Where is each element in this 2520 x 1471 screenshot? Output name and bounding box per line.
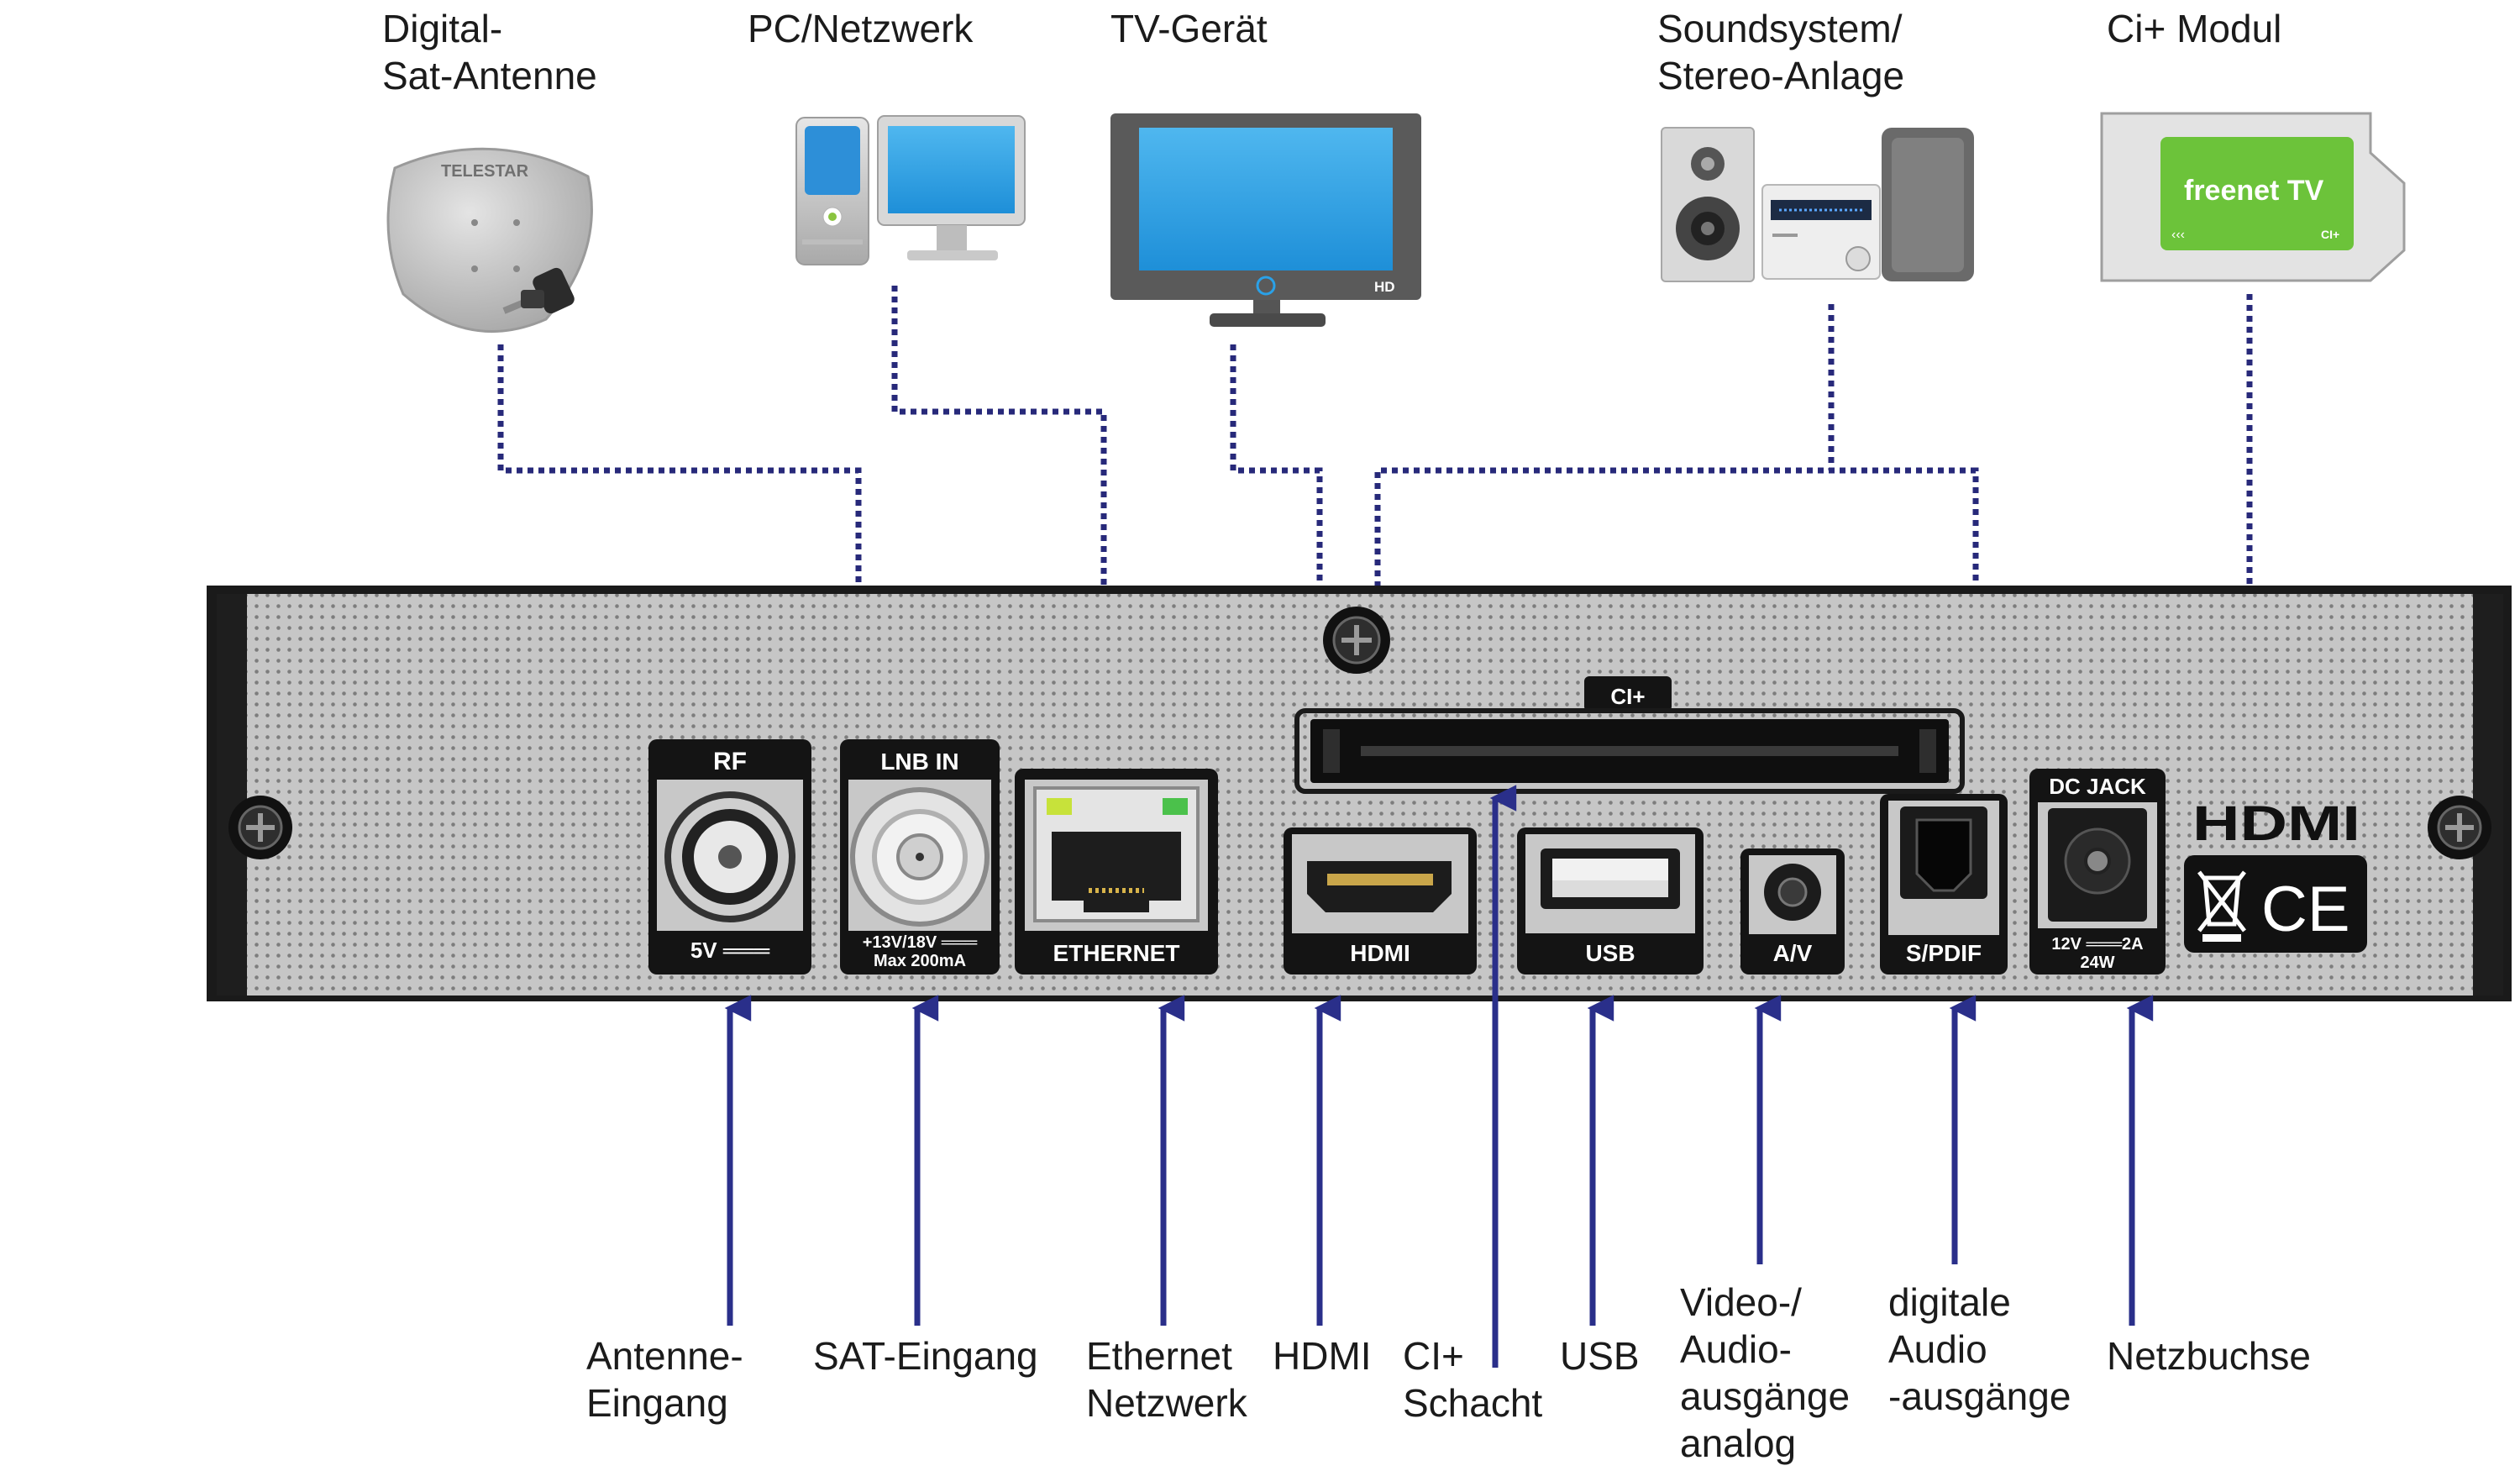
card-arrows-icon: ‹‹‹ (2171, 228, 2185, 242)
pc-label: PC/Netzwerk (748, 7, 974, 50)
stereo-system-icon (1661, 127, 1974, 282)
dish-brand: TELESTAR (441, 162, 529, 181)
spdif-port-label: S/PDIF (1906, 940, 1982, 966)
screw-icon (2428, 796, 2491, 859)
sound-label-line2: Stereo-Anlage (1657, 54, 1904, 97)
callout-arrows (724, 785, 2154, 1368)
ci-module-card-icon: freenet TV CI+ ‹‹‹ (2100, 112, 2406, 282)
tv-hd-badge: HD (1374, 279, 1395, 295)
sound-label-line1: Soundsystem/ (1657, 7, 1903, 50)
av-port-label: A/V (1773, 940, 1813, 966)
callout-ci-line1: CI+ (1403, 1334, 1464, 1378)
ce-mark: CE (2261, 874, 2350, 945)
ci-module-label: Ci+ Modul (2107, 7, 2281, 50)
ce-weee-badge: CE (2184, 855, 2367, 953)
screw-icon (1323, 607, 1390, 674)
lnb-current-label: Max 200mA (874, 952, 966, 970)
lnb-in-label: LNB IN (880, 749, 958, 775)
callout-antenne-line1: Antenne- (586, 1334, 743, 1378)
callout-ethernet-line1: Ethernet (1086, 1334, 1232, 1378)
dc-jack-rating: 12V ═══2A (2051, 935, 2143, 954)
satellite-dish-icon: TELESTAR (386, 147, 593, 334)
callout-antenne-line2: Eingang (586, 1381, 728, 1425)
callout-usb: USB (1560, 1334, 1640, 1378)
line-tv-to-hdmi (1230, 344, 1323, 827)
callout-digital-line2: Audio (1888, 1327, 1987, 1371)
weee-bin-icon (2197, 870, 2246, 942)
callout-video-line1: Video-/ (1680, 1280, 1802, 1324)
rf-port[interactable]: RF 5V ═══ (648, 739, 811, 975)
rf-port-label: RF (713, 748, 747, 775)
ethernet-port[interactable]: ETHERNET (1015, 769, 1218, 975)
hdmi-port[interactable]: HDMI (1284, 827, 1477, 975)
ci-plus-slot[interactable]: CI+ (1294, 676, 1965, 794)
callout-video-line2: Audio- (1680, 1327, 1792, 1371)
callout-ethernet-line2: Netzwerk (1086, 1381, 1248, 1425)
hdmi-port-label: HDMI (1350, 940, 1410, 966)
callout-ci-line2: Schacht (1403, 1381, 1542, 1425)
dc-jack-power: 24W (2080, 954, 2114, 972)
callout-netz: Netzbuchse (2107, 1334, 2311, 1378)
dc-jack-port[interactable]: DC JACK 12V ═══2A 24W (2029, 769, 2166, 975)
rf-port-voltage: 5V ═══ (690, 938, 770, 963)
spdif-port[interactable]: S/PDIF (1880, 794, 2008, 975)
antenna-label-line2: Sat-Antenne (382, 54, 597, 97)
callout-sat: SAT-Eingang (813, 1334, 1038, 1378)
freenet-tv-text: freenet TV (2184, 175, 2324, 207)
card-ci-badge: CI+ (2321, 228, 2339, 241)
hdmi-logo: HDMI (2192, 796, 2360, 851)
receiver-back-panel: RF 5V ═══ LNB IN +13V/18V ═══ Max 200mA (207, 586, 2512, 1001)
ethernet-label: ETHERNET (1053, 940, 1180, 966)
ci-slot-label: CI+ (1610, 684, 1645, 709)
line-pc-to-ethernet (891, 286, 1107, 760)
callout-digital-line1: digitale (1888, 1280, 2011, 1324)
callout-video-line3: ausgänge (1680, 1374, 1850, 1418)
usb-port[interactable]: USB (1517, 827, 1704, 975)
callout-digital-line3: -ausgänge (1888, 1374, 2071, 1418)
antenna-label-line1: Digital- (382, 7, 502, 50)
callout-hdmi: HDMI (1273, 1334, 1372, 1378)
callout-video-line4: analog (1680, 1421, 1796, 1465)
dc-jack-label: DC JACK (2049, 774, 2146, 799)
tv-icon: HD (1110, 113, 1421, 327)
lnb-in-port[interactable]: LNB IN +13V/18V ═══ Max 200mA (840, 739, 1000, 975)
screw-icon (228, 796, 292, 859)
lnb-voltage-label: +13V/18V ═══ (863, 933, 978, 952)
tv-label: TV-Gerät (1110, 7, 1268, 50)
usb-port-label: USB (1585, 940, 1635, 966)
pc-icon (795, 115, 1026, 265)
av-port[interactable]: A/V (1740, 848, 1845, 975)
